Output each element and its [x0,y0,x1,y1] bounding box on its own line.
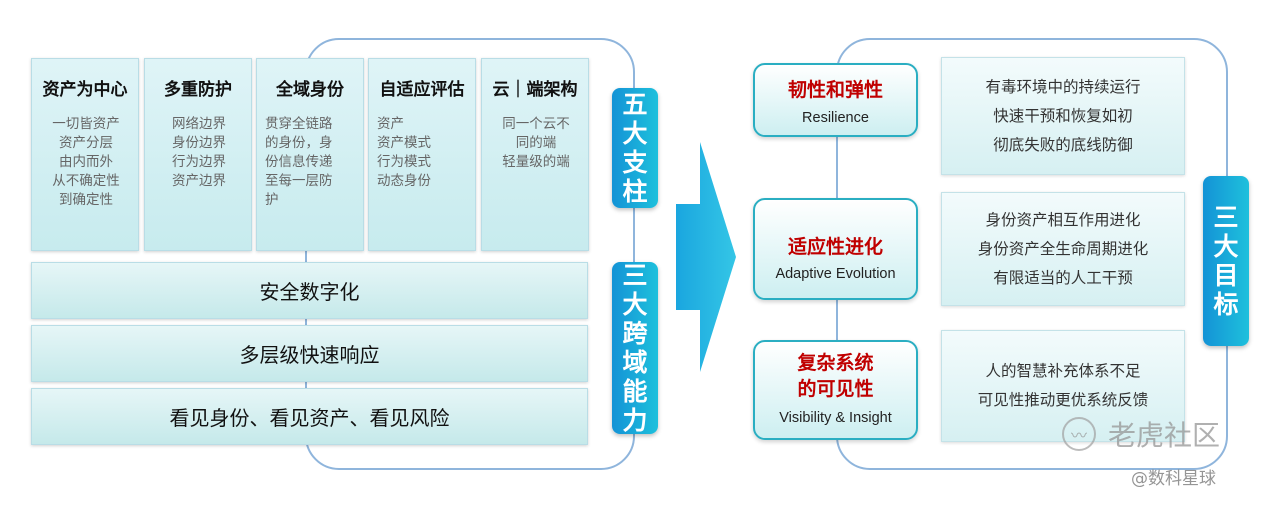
pillar-body: 资产 资产模式 行为模式 动态身份 [377,115,469,191]
pillar-line: 份信息传递 [265,154,333,170]
pillar-line: 资产边界 [172,173,226,189]
pillar-line: 资产分层 [59,135,113,151]
pillar-body: 网络边界 身份边界 行为边界 资产边界 [153,115,245,191]
desc-line: 人的智慧补充体系不足 [985,362,1141,380]
tab-char: 支 [622,148,648,177]
pillar-line: 一切皆资产 [52,116,120,132]
desc-line: 快速干预和恢复如初 [993,106,1133,125]
pillar-body: 贯穿全链路 的身份，身 份信息传递 至每一层防 护 [265,115,357,210]
pillar-line: 从不确定性 [52,173,120,189]
flow-arrow-icon [676,142,736,372]
watermark: 〰 老虎社区 [1062,414,1220,454]
tab-five-pillars: 五 大 支 柱 [612,88,658,208]
tab-char: 跨 [622,319,648,348]
tab-char: 柱 [622,177,648,206]
pillar-body: 一切皆资产 资产分层 由内而外 从不确定性 到确定性 [40,115,132,210]
pillar-global-identity: 全域身份 贯穿全链路 的身份，身 份信息传递 至每一层防 护 [256,58,364,251]
pillar-line: 护 [265,192,279,208]
pillar-line: 动态身份 [377,173,431,189]
pillar-title: 资产为中心 [42,80,128,100]
tab-char: 五 [622,90,648,119]
pillar-title: 多重防护 [164,80,232,100]
tab-char: 三 [622,261,648,290]
pillar-line: 由内而外 [59,154,113,170]
pillar-title: 云｜端架构 [492,80,578,100]
tab-char: 标 [1213,290,1239,319]
watermark-handle: @数科星球 [1131,469,1216,489]
desc-resilience: 有毒环境中的持续运行 快速干预和恢复如初 彻底失败的底线防御 [941,57,1185,175]
tab-char: 大 [1213,232,1239,261]
pillar-multi-protection: 多重防护 网络边界 身份边界 行为边界 资产边界 [144,58,252,251]
watermark-brand: 老虎社区 [1108,419,1221,452]
tab-char: 大 [622,119,648,148]
tab-char: 三 [1213,203,1239,232]
tab-char: 目 [1213,261,1239,290]
goal-title: 复杂系统 [797,352,874,374]
goal-subtitle: Adaptive Evolution [775,266,896,282]
pillar-line: 同一个云不 [502,116,570,132]
desc-line: 有毒环境中的持续运行 [985,77,1141,96]
pillar-line: 的身份，身 [265,135,333,151]
pillar-line: 资产 [377,116,404,132]
tab-char: 大 [622,290,648,319]
desc-line: 可见性推动更优系统反馈 [977,391,1149,409]
goal-title: 适应性进化 [787,236,883,258]
tab-char: 能 [622,377,648,406]
tiger-logo-icon: 〰 [1062,417,1096,451]
tab-three-cross-domain: 三 大 跨 域 能 力 [612,261,658,435]
pillar-line: 行为模式 [377,154,431,170]
pillar-line: 同的端 [515,135,557,151]
pillar-line: 网络边界 [172,116,226,132]
pillar-line: 资产模式 [377,135,431,151]
pillar-line: 至每一层防 [265,173,333,189]
goal-title: 韧性和弹性 [787,79,883,101]
pillar-line: 贯穿全链路 [265,116,333,132]
tab-three-goals: 三 大 目 标 [1203,176,1249,346]
band-see-identity-asset-risk: 看见身份、看见资产、看见风险 [31,388,588,445]
left-frame [305,38,635,470]
pillar-line: 行为边界 [172,154,226,170]
desc-line: 有限适当的人工干预 [993,268,1133,287]
goal-title: 的可见性 [797,378,874,400]
desc-line: 彻底失败的底线防御 [993,135,1133,154]
desc-visibility-insight: 人的智慧补充体系不足 可见性推动更优系统反馈 [941,330,1185,442]
pillar-asset-centric: 资产为中心 一切皆资产 资产分层 由内而外 从不确定性 到确定性 [31,58,139,251]
pillar-line: 身份边界 [172,135,226,151]
pillar-line: 轻量级的端 [502,154,570,170]
pillar-cloud-endpoint: 云｜端架构 同一个云不 同的端 轻量级的端 [481,58,589,251]
tab-char: 域 [622,348,648,377]
pillar-title: 全域身份 [276,80,344,100]
goal-resilience: 韧性和弹性 Resilience [753,63,918,137]
goal-visibility-insight: 复杂系统 的可见性 Visibility & Insight [753,340,918,440]
goal-subtitle: Resilience [802,110,869,126]
tab-char: 力 [622,406,648,435]
pillar-title: 自适应评估 [379,80,465,100]
desc-line: 身份资产全生命周期进化 [977,239,1149,258]
desc-line: 身份资产相互作用进化 [985,210,1141,229]
band-security-digitalization: 安全数字化 [31,262,588,319]
goal-adaptive-evolution: 适应性进化 Adaptive Evolution [753,198,918,300]
pillar-adaptive-assessment: 自适应评估 资产 资产模式 行为模式 动态身份 [368,58,476,251]
goal-subtitle: Visibility & Insight [779,410,892,426]
desc-adaptive-evolution: 身份资产相互作用进化 身份资产全生命周期进化 有限适当的人工干预 [941,192,1185,306]
pillar-body: 同一个云不 同的端 轻量级的端 [490,115,582,172]
band-multilevel-response: 多层级快速响应 [31,325,588,382]
pillar-line: 到确定性 [59,192,113,208]
